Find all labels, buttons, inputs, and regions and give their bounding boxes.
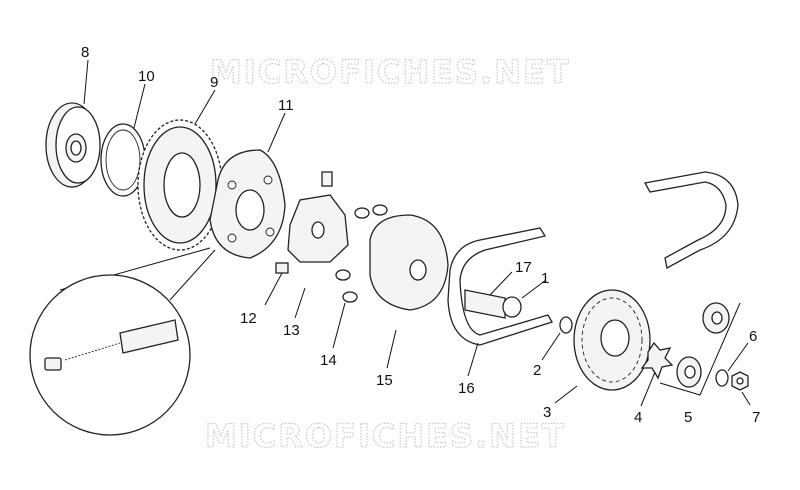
part-15-pulley: [369, 214, 449, 311]
callout-6: 6: [749, 328, 757, 345]
bracket-5-6: [659, 302, 741, 396]
callout-4: 4: [634, 409, 642, 426]
part-17-sleeve: [464, 289, 522, 319]
part-7-nut: [731, 371, 749, 391]
callout-3: 3: [543, 404, 551, 421]
callout-17: 17: [515, 259, 532, 276]
callout-5: 5: [684, 409, 692, 426]
callout-2: 2: [533, 362, 541, 379]
part-9-gear: [137, 119, 223, 251]
detail-magnifier: [29, 247, 216, 436]
callout-labels: 8 10 9 11 12 13 14 15 16 17 1 2 3 4 5 6 …: [81, 44, 760, 426]
part-11-plate: [209, 149, 286, 259]
part-6-washer: [715, 369, 729, 387]
watermark-top: MICROFICHES.NET: [210, 53, 571, 91]
part-16-belt-upper: [643, 171, 739, 269]
part-13-cam-plate: [275, 171, 349, 274]
part-3-fan-pulley: [573, 289, 651, 391]
callout-11: 11: [278, 97, 294, 114]
part-16-belt: [447, 227, 553, 346]
callout-10: 10: [138, 68, 155, 85]
leader-lines: [83, 59, 751, 407]
part-4-spider: [640, 341, 674, 380]
callout-16: 16: [458, 380, 475, 397]
part-2-washer: [559, 316, 573, 334]
callout-15: 15: [376, 372, 393, 389]
callout-8: 8: [81, 44, 89, 61]
callout-9: 9: [210, 74, 218, 91]
part-5-hub: [676, 302, 730, 388]
callout-1: 1: [541, 270, 549, 287]
callout-7: 7: [752, 409, 760, 426]
part-14-rollers: [335, 204, 388, 303]
part-8-hub: [45, 102, 101, 188]
callout-14: 14: [320, 352, 337, 369]
watermark-bottom: MICROFICHES.NET: [205, 417, 566, 455]
callout-13: 13: [283, 322, 300, 339]
callout-12: 12: [240, 310, 257, 327]
